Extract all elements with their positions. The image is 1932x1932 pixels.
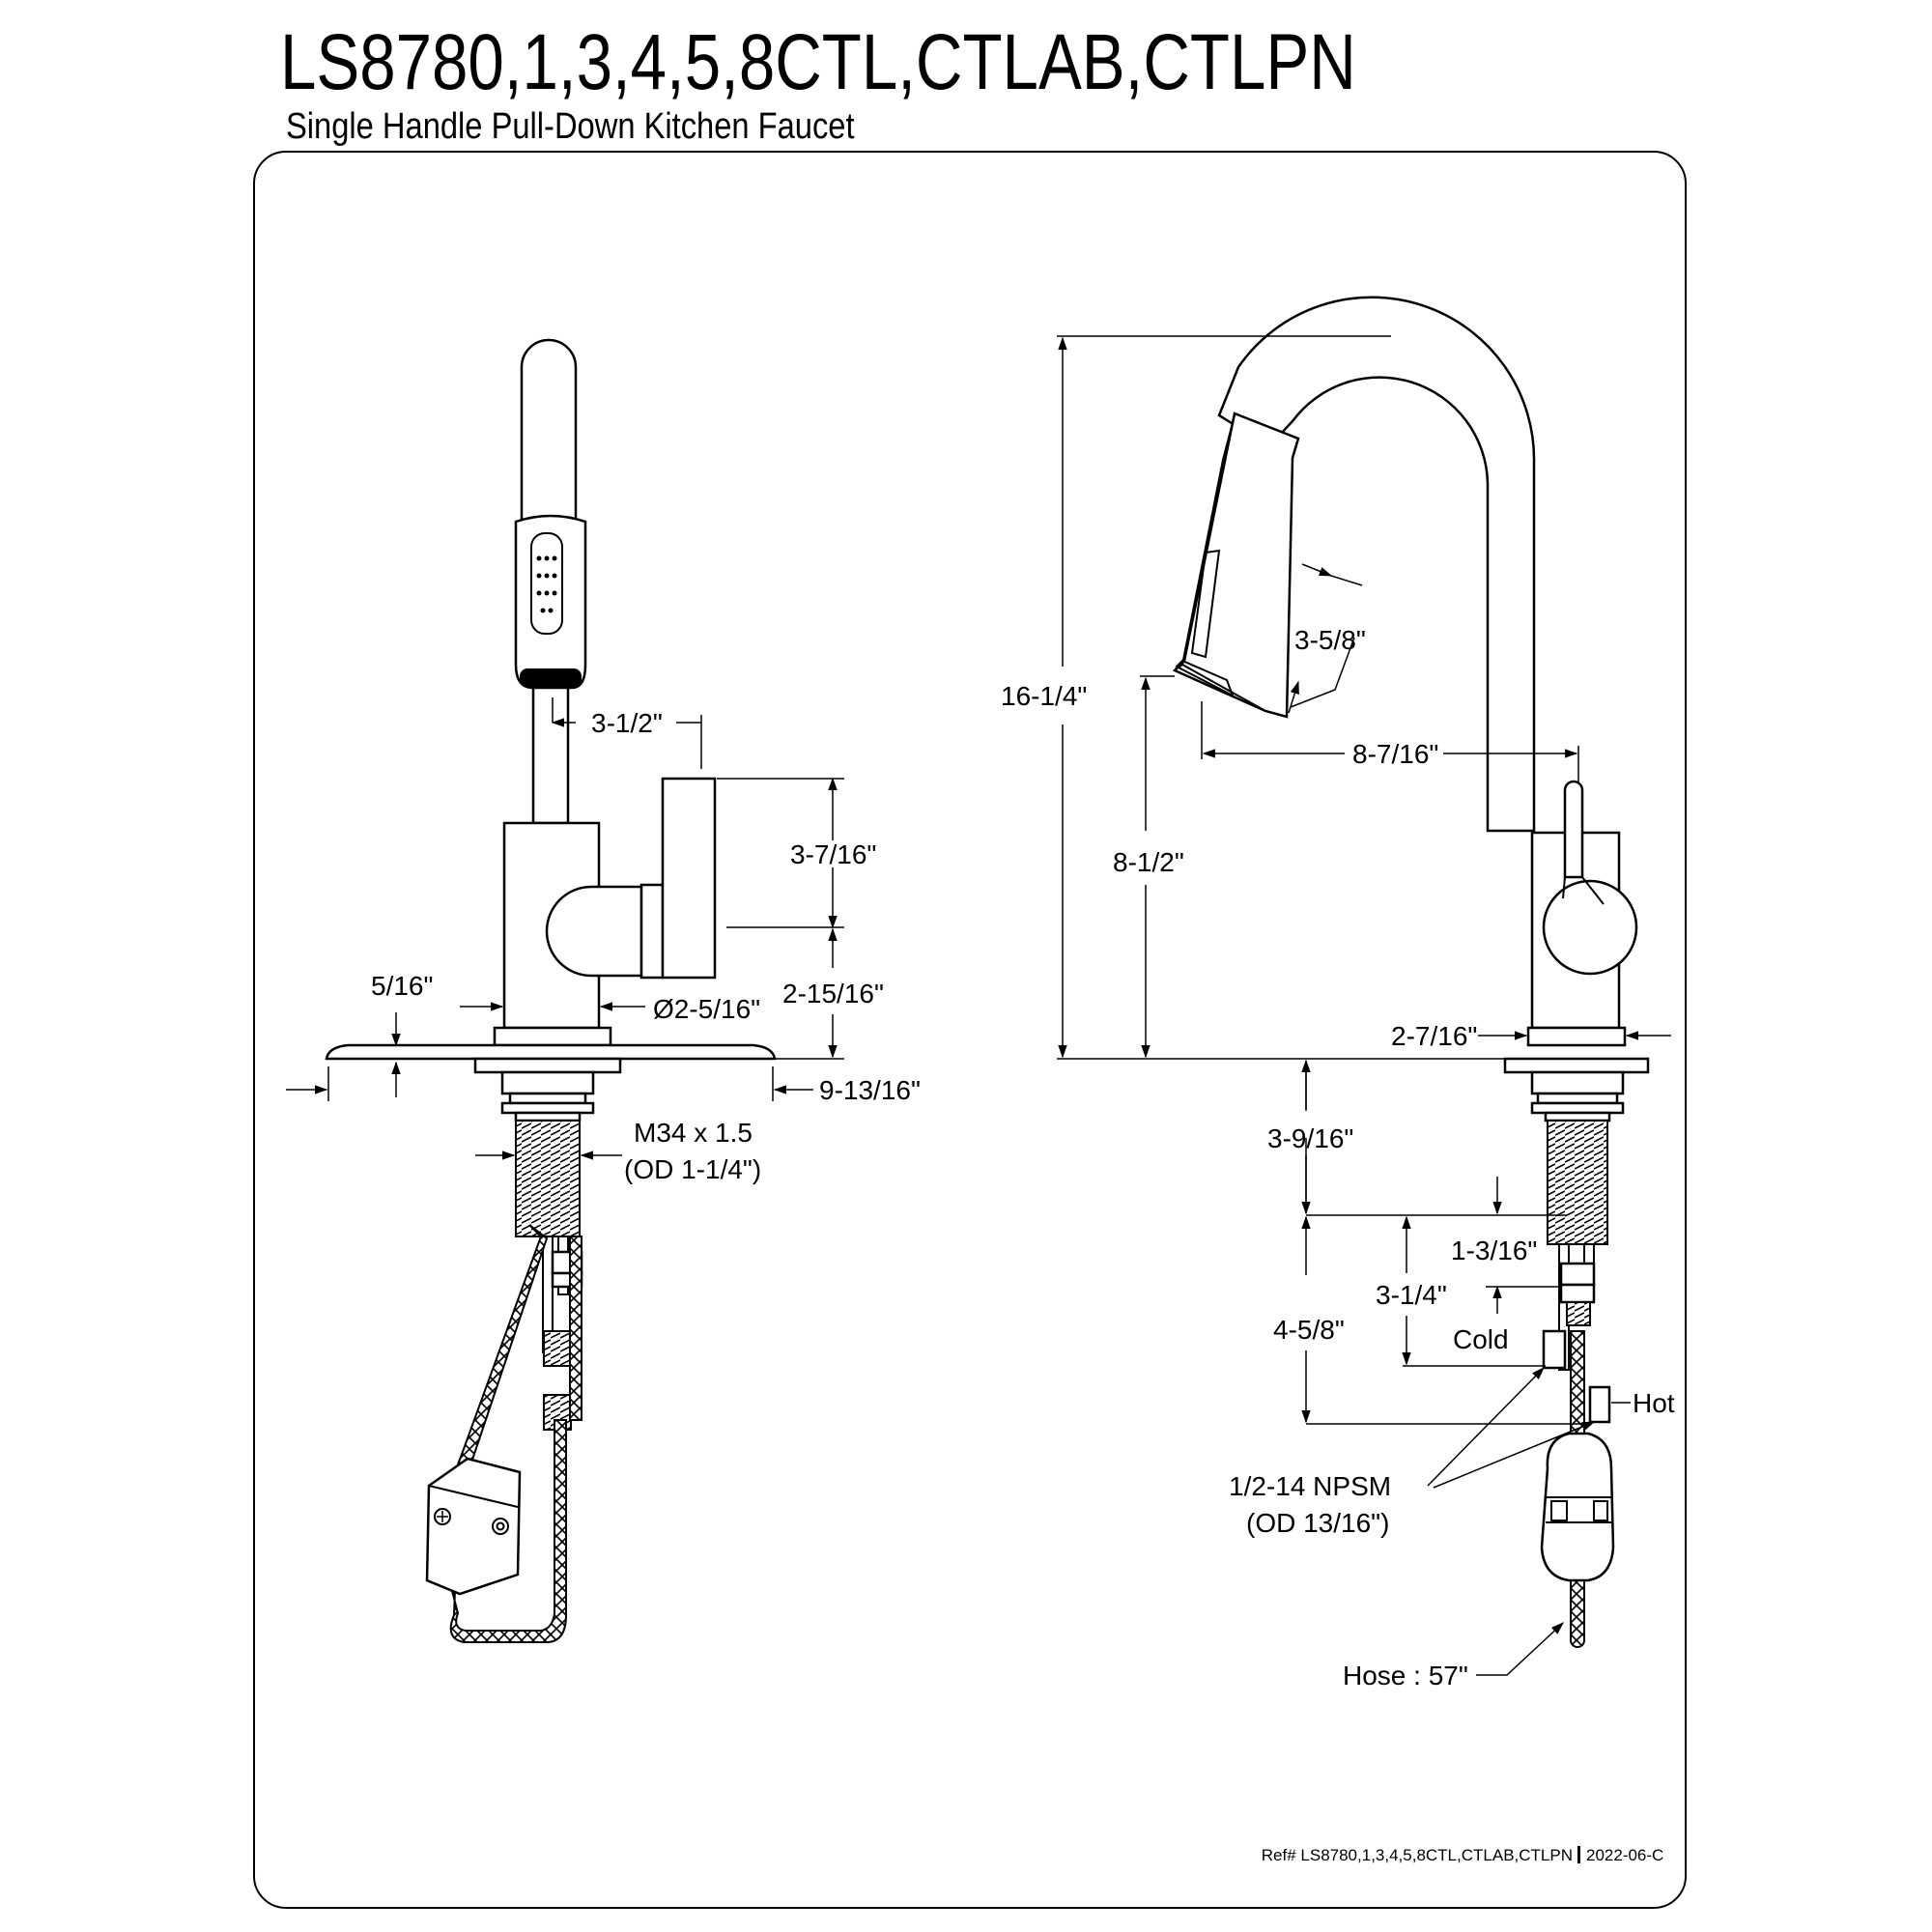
dim-handle-center-height: 2-15/16" (782, 979, 884, 1009)
revision-code: 2022-06-C (1586, 1846, 1663, 1864)
dim-base-diameter: Ø2-5/16" (653, 994, 760, 1024)
label-cold: Cold (1453, 1324, 1509, 1354)
dim-spout-to-handle: 3-1/2" (591, 708, 663, 738)
drawing-frame (253, 151, 1687, 1909)
dim-overall-height: 16-1/4" (1001, 681, 1087, 711)
dim-shank-od: (OD 1-1/4") (624, 1154, 761, 1184)
dim-plate-thickness: 5/16" (371, 971, 433, 1001)
front-faucet-body (325, 338, 777, 1643)
front-pull-down-hose (456, 1224, 549, 1470)
dim-cold-length: 3-1/4" (1376, 1280, 1447, 1310)
label-supply-od: (OD 13/16") (1246, 1508, 1389, 1538)
label-supply-thread: 1/2-14 NPSM (1229, 1471, 1391, 1501)
dim-base-width: 2-7/16" (1391, 1021, 1477, 1051)
dim-spray-head-length: 3-5/8" (1294, 625, 1366, 655)
dim-spout-clearance: 8-1/2" (1113, 847, 1184, 877)
dim-shank-thread: M34 x 1.5 (634, 1118, 753, 1148)
reference-number: Ref# LS8780,1,3,4,5,8CTL,CTLAB,CTLPN (1262, 1846, 1573, 1864)
dim-hot-length: 4-5/8" (1273, 1315, 1345, 1345)
dim-connector-height: 1-3/16" (1451, 1236, 1537, 1265)
page-subtitle: Single Handle Pull-Down Kitchen Faucet (286, 106, 855, 147)
drawing-reference: Ref# LS8780,1,3,4,5,8CTL,CTLAB,CTLPN 202… (1262, 1846, 1663, 1864)
hot-connector (1588, 1385, 1611, 1424)
front-dimension-lines (286, 697, 844, 1160)
dim-handle-height: 3-7/16" (790, 839, 876, 869)
side-view: 16-1/4" 3-5/8" 8-7/16" 8-1/2" 2-7/16" 3-… (1001, 296, 1675, 1690)
front-counterweight (425, 1457, 522, 1596)
spray-face-icon (536, 555, 557, 613)
side-threaded-shank (1547, 1120, 1608, 1245)
side-counterweight (1540, 1432, 1615, 1582)
label-hot: Hot (1633, 1388, 1675, 1418)
dim-spout-reach: 8-7/16" (1352, 739, 1438, 769)
side-faucet-body (1172, 296, 1650, 1648)
page-title: LS8780,1,3,4,5,8CTL,CTLAB,CTLPN (280, 18, 1356, 106)
dim-plate-width: 9-13/16" (819, 1075, 921, 1105)
side-gooseneck-spout (1217, 296, 1536, 833)
label-hose-length: Hose : 57" (1343, 1661, 1468, 1690)
front-view: 3-1/2" 3-7/16" 2-15/16" 5/16" Ø2-5/16" 9… (286, 338, 921, 1643)
side-dimension-lines (1057, 335, 1671, 1676)
dim-shank-length: 3-9/16" (1267, 1123, 1353, 1153)
front-threaded-shank (515, 1120, 581, 1237)
cold-connector (1542, 1329, 1567, 1370)
